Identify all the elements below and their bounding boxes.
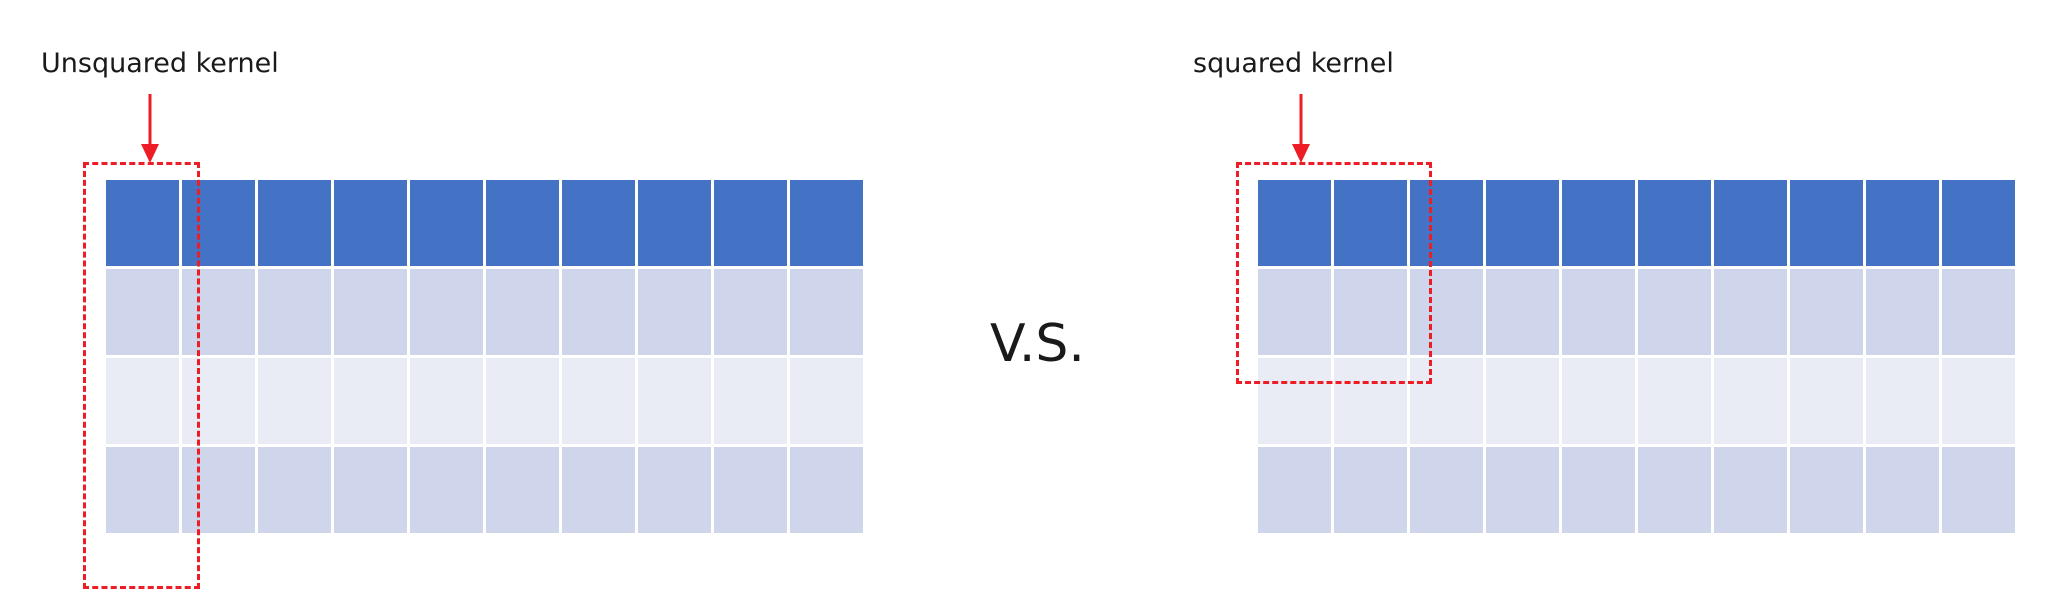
grid-cell (486, 180, 559, 266)
grid-cell (562, 358, 635, 444)
grid-cell (1258, 269, 1331, 355)
grid-cell (1714, 447, 1787, 533)
grid-cell (790, 358, 863, 444)
grid-cell (1562, 358, 1635, 444)
grid-cell (1790, 269, 1863, 355)
grid-cell (410, 447, 483, 533)
grid-cell (1866, 180, 1939, 266)
grid-cell (410, 358, 483, 444)
grid-cell (106, 358, 179, 444)
grid-cell (1638, 180, 1711, 266)
grid-cell (1486, 358, 1559, 444)
grid-cell (182, 447, 255, 533)
grid-cell (182, 269, 255, 355)
grid-cell (1866, 269, 1939, 355)
grid-cell (1410, 447, 1483, 533)
grid-cell (334, 180, 407, 266)
grid-cell (1334, 358, 1407, 444)
grid-cell (1486, 269, 1559, 355)
grid-cell (714, 447, 787, 533)
grid-cell (1942, 358, 2015, 444)
grid-cell (790, 180, 863, 266)
grid-cell (638, 447, 711, 533)
grid-cell (410, 269, 483, 355)
grid-cell (1410, 358, 1483, 444)
grid-cell (334, 269, 407, 355)
grid-cell (334, 447, 407, 533)
grid-cell (714, 358, 787, 444)
grid-cell (486, 358, 559, 444)
grid-cell (714, 269, 787, 355)
grid-cell (1486, 447, 1559, 533)
grid-cell (258, 447, 331, 533)
grid-cell (1562, 447, 1635, 533)
grid-cell (1334, 180, 1407, 266)
grid-cell (1638, 358, 1711, 444)
grid-cell (1790, 180, 1863, 266)
grid-cell (1942, 180, 2015, 266)
grid-cell (1790, 447, 1863, 533)
squared-kernel-arrow (1292, 94, 1310, 163)
unsquared-kernel-arrow (141, 94, 159, 163)
grid-cell (1942, 447, 2015, 533)
grid-cell (638, 180, 711, 266)
squared-kernel-label: squared kernel (1193, 48, 1394, 79)
grid-cell (562, 180, 635, 266)
grid-cell (1638, 447, 1711, 533)
grid-cell (258, 358, 331, 444)
feature-grid-left (106, 180, 863, 533)
grid-cell (182, 358, 255, 444)
grid-cell (1258, 180, 1331, 266)
grid-cell (714, 180, 787, 266)
grid-cell (1334, 447, 1407, 533)
grid-cell (106, 180, 179, 266)
grid-cell (1942, 269, 2015, 355)
grid-cell (1258, 358, 1331, 444)
unsquared-kernel-label: Unsquared kernel (41, 48, 279, 79)
versus-text: V.S. (990, 314, 1085, 374)
grid-cell (1638, 269, 1711, 355)
grid-cell (790, 269, 863, 355)
grid-cell (1410, 180, 1483, 266)
grid-cell (486, 269, 559, 355)
grid-cell (106, 447, 179, 533)
grid-cell (182, 180, 255, 266)
grid-cell (258, 269, 331, 355)
feature-grid-right (1258, 180, 2015, 533)
grid-cell (334, 358, 407, 444)
grid-cell (1562, 180, 1635, 266)
squared-kernel-outline (1236, 162, 1432, 384)
grid-cell (486, 447, 559, 533)
grid-cell (1866, 358, 1939, 444)
grid-cell (1562, 269, 1635, 355)
grid-cell (1714, 269, 1787, 355)
grid-cell (1334, 269, 1407, 355)
grid-cell (638, 358, 711, 444)
grid-cell (562, 447, 635, 533)
grid-cell (1790, 358, 1863, 444)
grid-cell (562, 269, 635, 355)
grid-cell (1486, 180, 1559, 266)
grid-cell (106, 269, 179, 355)
unsquared-kernel-outline (83, 162, 200, 589)
grid-cell (1714, 180, 1787, 266)
grid-cell (1714, 358, 1787, 444)
grid-cell (1866, 447, 1939, 533)
grid-cell (258, 180, 331, 266)
grid-cell (790, 447, 863, 533)
grid-cell (1258, 447, 1331, 533)
grid-cell (1410, 269, 1483, 355)
grid-cell (638, 269, 711, 355)
grid-cell (410, 180, 483, 266)
